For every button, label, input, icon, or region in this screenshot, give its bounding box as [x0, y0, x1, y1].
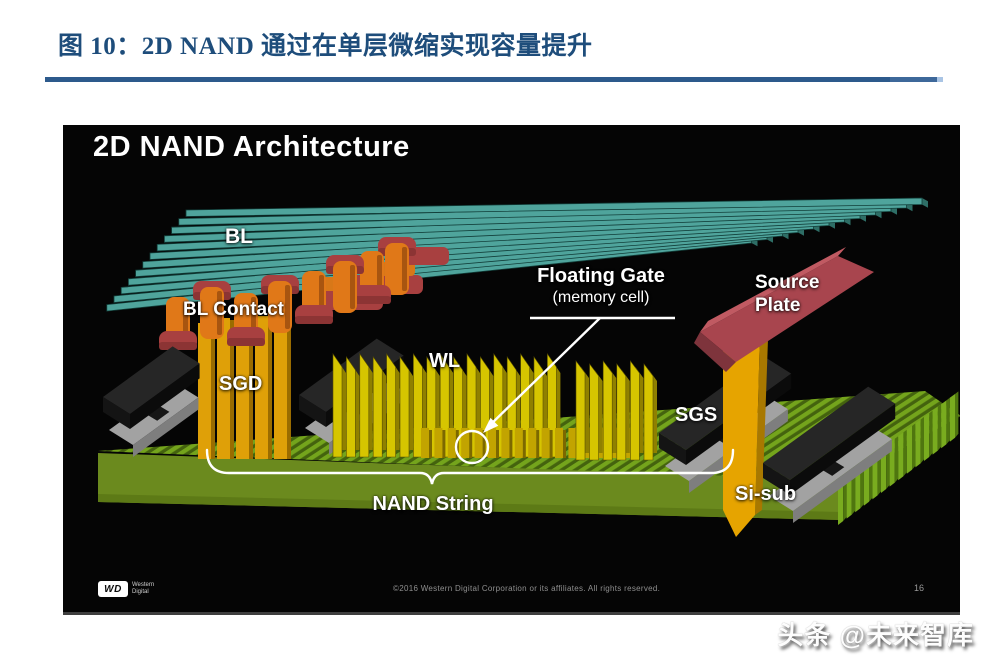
slide-footer: WD Western Digital ©2016 Western Digital… [63, 577, 960, 607]
wd-logo-name-line2: Digital [132, 589, 149, 595]
label-word-line: WL [429, 350, 461, 372]
label-floating-gate-line1: Floating Gate [537, 265, 665, 287]
presentation-slide: 2D NAND Architecture BL BL Contact SGD W… [63, 125, 960, 615]
divider-segment-secondary [890, 77, 937, 82]
label-source-plate: Source Plate [755, 271, 819, 317]
wd-logo-icon: WD [98, 581, 128, 597]
label-bit-line: BL [225, 225, 253, 248]
slide-title: 2D NAND Architecture [93, 131, 410, 163]
label-source-plate-line1: Source [755, 272, 820, 293]
label-bl-contact: BL Contact [183, 299, 284, 320]
watermark: 头条 @未来智库 [777, 620, 974, 650]
copyright-text: ©2016 Western Digital Corporation or its… [393, 584, 661, 593]
nand-architecture-diagram [98, 197, 960, 537]
divider-segment-tip [937, 77, 943, 82]
label-sgs: SGS [675, 404, 718, 426]
wd-logo: WD Western Digital [98, 581, 154, 597]
label-floating-gate-line2: (memory cell) [552, 289, 650, 306]
wd-logo-name-line1: Western [132, 582, 155, 588]
divider-segment-main [45, 77, 890, 82]
page-number: 16 [914, 583, 925, 593]
title-divider [45, 77, 943, 82]
wd-logo-name: Western Digital [132, 582, 154, 596]
figure-title: 图 10：2D NAND 通过在单层微缩实现容量提升 [58, 33, 593, 60]
label-source-plate-line2: Plate [755, 295, 801, 316]
label-sgd: SGD [219, 373, 263, 395]
label-si-substrate: Si-sub [735, 483, 797, 505]
label-nand-string: NAND String [372, 493, 494, 515]
label-floating-gate: Floating Gate (memory cell) [513, 266, 689, 308]
